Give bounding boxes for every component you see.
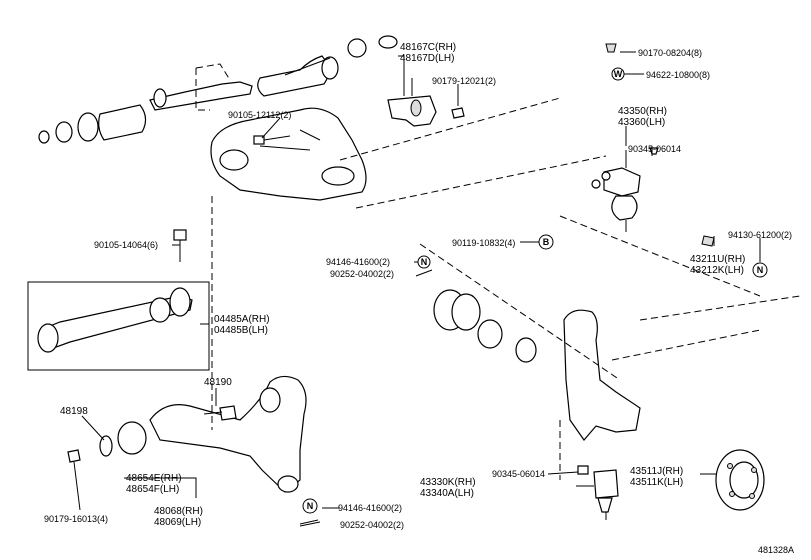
lower-ball-joint <box>577 465 619 520</box>
label-90179-12021: 90179-12021(2) <box>432 76 496 86</box>
leader-lines <box>73 51 761 525</box>
bracket-48167 <box>387 78 437 127</box>
label-48654f: 48654F(LH) <box>126 484 179 495</box>
lower-control-arm <box>67 375 307 493</box>
label-94622: 94622-10800(8) <box>646 70 710 80</box>
svg-text:N: N <box>307 501 314 511</box>
label-43211u: 43211U(RH) <box>690 254 745 265</box>
label-43350: 43350(RH) <box>618 106 667 117</box>
label-48654e: 48654E(RH) <box>126 473 182 484</box>
lower-arm-shaft-box <box>27 281 210 371</box>
disc-43511 <box>715 449 765 511</box>
label-48068: 48068(RH) <box>154 506 203 517</box>
label-90105-14064: 90105-14064(6) <box>94 240 158 250</box>
label-94146-top: 94146-41600(2) <box>326 257 390 267</box>
label-43330k: 43330K(RH) <box>420 477 476 488</box>
label-43360: 43360(LH) <box>618 117 665 128</box>
symbol-n-top: N <box>417 255 431 269</box>
cotter-pin-bottom <box>299 521 321 527</box>
symbol-w: W <box>611 67 625 81</box>
label-48190: 48190 <box>204 377 232 388</box>
svg-text:W: W <box>614 69 623 79</box>
nut-90179-12021 <box>451 107 465 119</box>
label-90252-bottom: 90252-04002(2) <box>340 520 404 530</box>
dashed-guides <box>211 97 801 480</box>
label-94130: 94130-61200(2) <box>728 230 792 240</box>
label-48198: 48198 <box>60 406 88 417</box>
nut-90170-icon <box>605 43 617 53</box>
label-90345-06014-top: 90345-06014 <box>628 144 681 154</box>
bolt-90105-12112 <box>253 135 291 145</box>
upper-control-arm <box>210 107 367 201</box>
steering-knuckle <box>433 289 641 441</box>
label-43340a: 43340A(LH) <box>420 488 474 499</box>
svg-text:N: N <box>757 265 764 275</box>
label-90105-12112: 90105-12112(2) <box>228 110 291 120</box>
label-43212k: 43212K(LH) <box>690 265 744 276</box>
symbol-b: B <box>538 234 554 250</box>
diagram-code: 481328A <box>758 545 794 555</box>
label-90119: 90119-10832(4) <box>452 238 515 248</box>
label-90345-06014-bottom: 90345-06014 <box>492 469 545 479</box>
svg-text:B: B <box>543 237 550 247</box>
label-48167d: 48167D(LH) <box>400 53 454 64</box>
label-04485a: 04485A(RH) <box>214 314 270 325</box>
label-48069: 48069(LH) <box>154 517 201 528</box>
label-48167c: 48167C(RH) <box>400 42 456 53</box>
label-04485b: 04485B(LH) <box>214 325 268 336</box>
label-90252-top: 90252-04002(2) <box>330 269 394 279</box>
svg-text:N: N <box>421 257 428 267</box>
cotter-pin-top <box>415 269 433 277</box>
upper-arm-shaft-assembly <box>38 35 398 144</box>
symbol-n-bottom: N <box>302 498 318 514</box>
bolt-43211-icon <box>701 235 715 247</box>
label-94146-bottom: 94146-41600(2) <box>338 503 402 513</box>
label-90179-16013: 90179-16013(4) <box>44 514 108 524</box>
label-43511j: 43511J(RH) <box>630 466 683 477</box>
label-90170: 90170-08204(8) <box>638 48 702 58</box>
label-43511k: 43511K(LH) <box>630 477 683 488</box>
upper-ball-joint <box>591 147 659 232</box>
bolt-90105-14064 <box>173 229 187 262</box>
symbol-n-right: N <box>752 262 768 278</box>
